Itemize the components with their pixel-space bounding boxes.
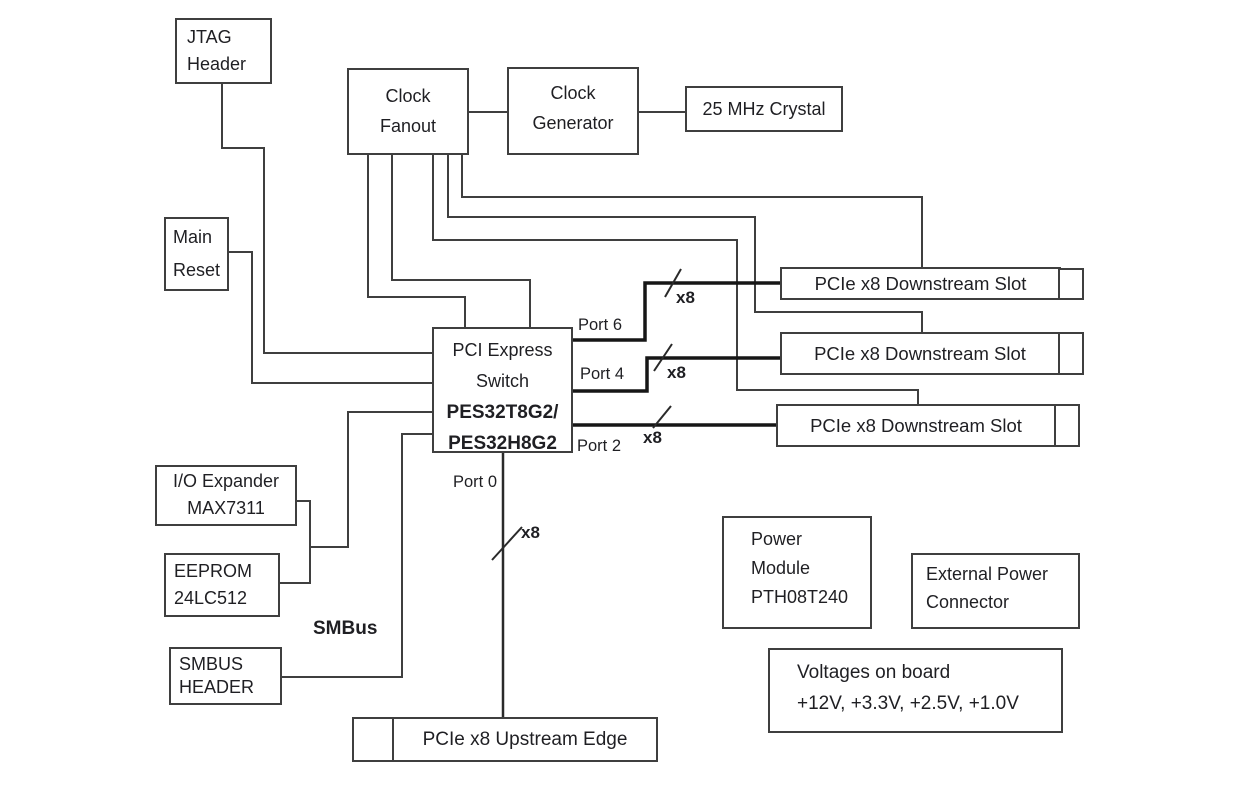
- port2-label: Port 2: [577, 437, 622, 455]
- clock-generator-box: Clock Generator: [507, 67, 639, 155]
- box-label: Header: [187, 54, 247, 74]
- downstream-slot-2-box: PCIe x8 Downstream Slot: [780, 332, 1060, 375]
- bus-port4: [573, 356, 780, 393]
- box-label: +12V, +3.3V, +2.5V, +1.0V: [797, 693, 1019, 714]
- box-label: Switch: [475, 371, 529, 391]
- box-label: 25 MHz Crystal: [702, 98, 826, 119]
- box-label: External Power: [926, 564, 1049, 584]
- wire-clock-to-slot2: [447, 155, 923, 332]
- downstream-slot-1-box: PCIe x8 Downstream Slot: [780, 267, 1061, 300]
- box-label: MAX7311: [187, 498, 265, 518]
- port0-label: Port 0: [453, 473, 498, 491]
- box-label: I/O Expander: [172, 471, 280, 491]
- bus-width-x8-label-port6: x8: [676, 288, 695, 307]
- wire-clock-to-slot1: [461, 155, 923, 267]
- box-label: PCIe x8 Downstream Slot: [814, 273, 1027, 294]
- upstream-edge-connector-box: PCIe x8 Upstream Edge: [352, 717, 658, 762]
- wire-smbus-expander-eeprom: [280, 411, 432, 584]
- clock-fanout-box: Clock Fanout: [347, 68, 469, 155]
- bus-width-slash-port6: [664, 268, 682, 298]
- box-label: PCI Express: [452, 340, 553, 360]
- box-label: Clock: [550, 83, 596, 103]
- downstream-slot-1-tab: [1058, 268, 1084, 300]
- box-label: Generator: [532, 113, 614, 133]
- downstream-slot-3-box: PCIe x8 Downstream Slot: [776, 404, 1056, 447]
- box-label: 24LC512: [174, 588, 248, 608]
- bus-width-slash-port2: [652, 405, 672, 429]
- port6-label: Port 6: [578, 316, 623, 334]
- wire-jtag-to-switch: [221, 84, 432, 354]
- bus-width-x8-label-port0: x8: [521, 523, 540, 542]
- box-label: Voltages on board: [797, 662, 951, 683]
- wire-clock-to-slot3: [432, 155, 919, 404]
- crystal-box: 25 MHz Crystal: [685, 86, 843, 132]
- bus-width-slash-port4: [653, 343, 673, 372]
- downstream-slot-3-tab: [1054, 404, 1080, 447]
- external-power-connector-box: External Power Connector: [911, 553, 1080, 629]
- box-label: PCIe x8 Downstream Slot: [814, 343, 1026, 364]
- part-number: PES32H8G2: [448, 433, 557, 454]
- eeprom-box: EEPROM 24LC512: [164, 553, 280, 617]
- downstream-slot-2-tab: [1058, 332, 1084, 375]
- box-label: Connector: [926, 592, 1010, 612]
- edge-connector-notch: [354, 719, 394, 760]
- wire-reset-to-switch: [229, 251, 432, 384]
- box-label: Main: [173, 227, 213, 247]
- box-label: PCIe x8 Upstream Edge: [422, 729, 628, 750]
- box-label: JTAG: [187, 27, 232, 47]
- smbus-header-box: SMBUS HEADER: [169, 647, 282, 705]
- box-label: HEADER: [179, 677, 255, 697]
- smbus-label: SMBus: [313, 618, 378, 639]
- io-expander-box: I/O Expander MAX7311: [155, 465, 297, 526]
- bus-width-slash-port0: [491, 526, 523, 561]
- box-label: PCIe x8 Downstream Slot: [810, 415, 1022, 436]
- part-number: PES32T8G2/: [446, 402, 559, 423]
- box-label: Fanout: [379, 116, 437, 136]
- box-label: PTH08T240: [751, 587, 849, 607]
- wire-clock-to-switch-1: [367, 155, 466, 327]
- main-reset-box: Main Reset: [164, 217, 229, 291]
- jtag-header-box: JTAG Header: [175, 18, 272, 84]
- bus-width-x8-label-port4: x8: [667, 363, 686, 382]
- box-label: Reset: [173, 260, 221, 280]
- bus-width-x8-label-port2: x8: [643, 428, 662, 447]
- wire-clock-to-switch-2: [391, 155, 531, 327]
- power-module-box: Power Module PTH08T240: [722, 516, 872, 629]
- voltages-on-board-box: Voltages on board +12V, +3.3V, +2.5V, +1…: [768, 648, 1063, 733]
- wire-smbus-header-to-switch: [282, 433, 432, 678]
- box-label: Clock: [385, 86, 431, 106]
- port4-label: Port 4: [580, 365, 625, 383]
- bus-port6: [573, 281, 780, 342]
- box-label: Power: [751, 529, 803, 549]
- box-label: Module: [751, 558, 811, 578]
- box-label: SMBUS: [179, 654, 244, 674]
- box-label: EEPROM: [174, 561, 253, 581]
- pci-express-switch-box: PCI Express Switch PES32T8G2/ PES32H8G2: [432, 327, 573, 454]
